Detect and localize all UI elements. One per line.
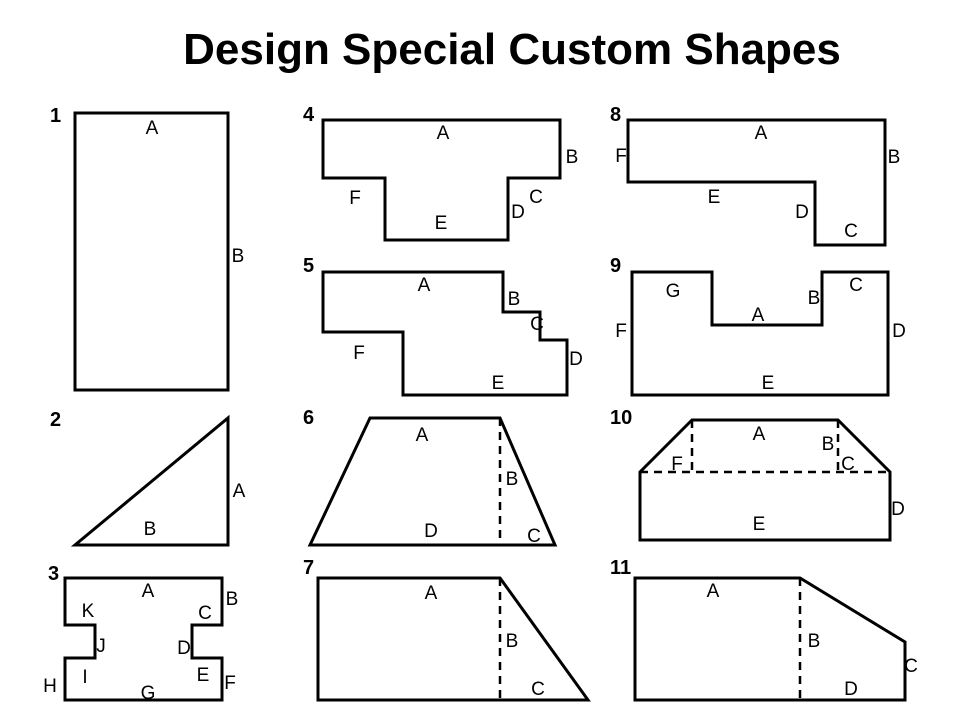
shape-9-number: 9 bbox=[610, 255, 621, 277]
shape-6-label-b: B bbox=[506, 469, 519, 490]
shape-1: 1 A B bbox=[50, 105, 245, 392]
shape-5-label-e: E bbox=[492, 373, 505, 394]
shape-10-label-e: E bbox=[753, 514, 766, 535]
shape-6-label-d: D bbox=[424, 521, 438, 542]
shape-6-outline bbox=[307, 416, 558, 547]
shape-8-label-e: E bbox=[708, 187, 721, 208]
shape-4-label-c: C bbox=[529, 187, 543, 208]
shape-3-label-i: I bbox=[82, 667, 87, 688]
shape-11-outline bbox=[633, 576, 907, 702]
shape-4-label-a: A bbox=[437, 123, 450, 144]
shape-11-number: 11 bbox=[610, 557, 631, 579]
shape-7-label-b: B bbox=[506, 631, 519, 652]
shape-3-label-g: G bbox=[141, 683, 156, 704]
shape-1-outline bbox=[73, 111, 230, 392]
shape-7-label-a: A bbox=[425, 583, 438, 604]
shape-11-label-a: A bbox=[707, 581, 720, 602]
shape-8-label-a: A bbox=[755, 123, 768, 144]
shape-7: 7 A B C bbox=[303, 557, 591, 702]
shape-2-label-b: B bbox=[144, 519, 157, 540]
shape-8-label-d: D bbox=[795, 202, 809, 223]
shape-3-label-b: B bbox=[226, 589, 239, 610]
shape-10: 10 A B F C E D bbox=[610, 407, 905, 542]
shape-8-number: 8 bbox=[610, 104, 621, 126]
shape-5-label-b: B bbox=[508, 289, 521, 310]
shape-6-number: 6 bbox=[303, 407, 314, 429]
shape-3-label-k: K bbox=[82, 601, 95, 622]
shape-8-label-c: C bbox=[844, 221, 858, 242]
shape-5: 5 A B C F D E bbox=[303, 255, 583, 397]
shape-3-outline bbox=[63, 576, 224, 702]
shape-3: 3 A B K C J D I E H F G bbox=[43, 563, 238, 704]
shape-9-label-d: D bbox=[892, 321, 906, 342]
shape-1-number: 1 bbox=[50, 105, 61, 127]
shape-10-label-a: A bbox=[753, 424, 766, 445]
shape-9-label-e: E bbox=[762, 373, 775, 394]
shape-4-number: 4 bbox=[303, 104, 315, 126]
shape-10-label-d: D bbox=[891, 499, 905, 520]
shape-8-label-b: B bbox=[888, 147, 901, 168]
shape-3-label-d: D bbox=[177, 638, 191, 659]
page-title: Design Special Custom Shapes bbox=[183, 25, 841, 74]
shape-2-number: 2 bbox=[50, 409, 61, 431]
shape-6-label-c: C bbox=[527, 526, 541, 547]
shape-5-number: 5 bbox=[303, 255, 314, 277]
shape-4-label-e: E bbox=[435, 213, 448, 234]
shape-2-outline bbox=[70, 414, 230, 547]
shape-10-label-b: B bbox=[822, 434, 835, 455]
shape-4-label-d: D bbox=[511, 202, 525, 223]
shape-9-label-g: G bbox=[666, 281, 681, 302]
shape-5-label-a: A bbox=[418, 275, 431, 296]
shape-2: 2 A B bbox=[50, 409, 246, 547]
shape-1-label-b: B bbox=[232, 246, 245, 267]
shape-11-label-d: D bbox=[844, 679, 858, 700]
shape-5-label-f: F bbox=[353, 343, 365, 364]
shape-4-outline bbox=[321, 118, 562, 242]
shape-3-number: 3 bbox=[48, 563, 59, 585]
shape-10-label-f: F bbox=[671, 454, 683, 475]
shape-8-label-f: F bbox=[615, 146, 627, 167]
shape-11: 11 A B C D bbox=[610, 557, 918, 702]
shape-5-label-d: D bbox=[569, 349, 583, 370]
shape-3-label-e: E bbox=[197, 665, 210, 686]
shape-11-label-c: C bbox=[904, 656, 918, 677]
shape-9-label-a: A bbox=[752, 305, 765, 326]
shape-6-label-a: A bbox=[416, 425, 429, 446]
shape-7-label-c: C bbox=[531, 679, 545, 700]
shape-4: 4 A B F C D E bbox=[303, 104, 579, 242]
shape-3-label-j: J bbox=[96, 636, 106, 657]
shape-2-label-a: A bbox=[233, 481, 246, 502]
shape-1-label-a: A bbox=[146, 118, 159, 139]
shape-3-label-h: H bbox=[43, 676, 57, 697]
shape-10-label-c: C bbox=[841, 454, 855, 475]
shape-10-number: 10 bbox=[610, 407, 632, 429]
shape-3-label-a: A bbox=[142, 581, 155, 602]
shape-7-outline bbox=[316, 576, 591, 702]
shape-3-label-f: F bbox=[224, 673, 236, 694]
shape-9: 9 G C B A F D E bbox=[610, 255, 906, 397]
shape-8: 8 A F B E D C bbox=[610, 104, 901, 247]
shape-7-number: 7 bbox=[303, 557, 314, 579]
shape-9-label-c: C bbox=[849, 275, 863, 296]
shape-8-outline bbox=[626, 118, 887, 247]
shape-9-outline bbox=[630, 270, 890, 397]
shape-4-label-b: B bbox=[566, 147, 579, 168]
shape-9-label-b: B bbox=[808, 288, 821, 309]
shape-5-outline bbox=[321, 270, 569, 397]
shape-5-label-c: C bbox=[530, 314, 544, 335]
shape-11-label-b: B bbox=[808, 631, 821, 652]
shape-4-label-f: F bbox=[349, 188, 361, 209]
shape-9-label-f: F bbox=[615, 321, 627, 342]
shape-6: 6 A B D C bbox=[303, 407, 558, 547]
shape-3-label-c: C bbox=[198, 603, 212, 624]
